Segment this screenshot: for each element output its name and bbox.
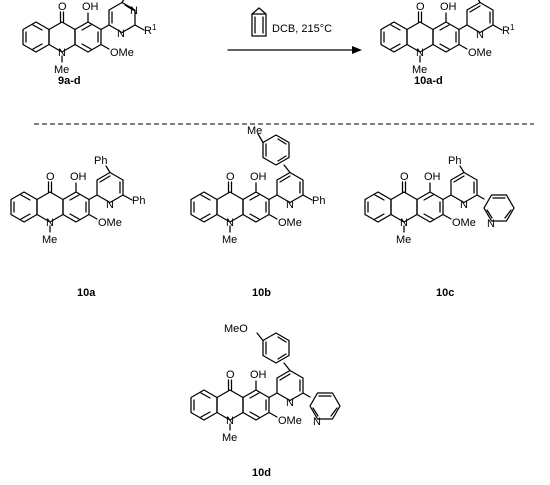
svg-text:Me: Me bbox=[222, 234, 237, 246]
hydroxyl-label: OH bbox=[82, 1, 99, 13]
compound-label-10c: 10c bbox=[436, 287, 454, 299]
svg-text:OMe: OMe bbox=[98, 217, 122, 229]
svg-text:Ph: Ph bbox=[94, 155, 107, 167]
reaction-arrow bbox=[227, 46, 362, 54]
compound-10c: O OH OMe N Me Ph N N bbox=[364, 155, 515, 246]
compound-9a-d: O OH OMe N Me R2 R1 N N bbox=[22, 0, 157, 76]
svg-text:OH: OH bbox=[250, 171, 267, 183]
svg-text:N: N bbox=[286, 199, 294, 211]
svg-text:OMe: OMe bbox=[278, 415, 302, 427]
compound-10a: O OH OMe N Me Ph Ph N bbox=[10, 155, 145, 246]
n-methyl: Me bbox=[54, 64, 69, 76]
svg-text:R1: R1 bbox=[502, 23, 515, 37]
svg-text:OMe: OMe bbox=[452, 217, 476, 229]
compound-label-10d: 10d bbox=[252, 467, 271, 479]
compound-10a-d: O OH OMe N Me R2 R1 N bbox=[380, 0, 515, 76]
svg-text:O: O bbox=[400, 171, 409, 183]
svg-text:Me: Me bbox=[247, 125, 262, 137]
svg-text:O: O bbox=[226, 171, 235, 183]
compound-label-10a-d: 10a-d bbox=[414, 75, 443, 87]
svg-text:N: N bbox=[286, 397, 294, 409]
svg-text:N: N bbox=[226, 217, 234, 229]
svg-text:O: O bbox=[416, 1, 425, 13]
methoxy-label: OMe bbox=[110, 47, 134, 59]
svg-text:Ph: Ph bbox=[132, 195, 145, 207]
svg-text:Ph: Ph bbox=[448, 155, 461, 167]
svg-text:N: N bbox=[487, 218, 495, 230]
svg-text:Me: Me bbox=[396, 234, 411, 246]
norbornadiene-icon bbox=[251, 7, 267, 37]
svg-text:O: O bbox=[46, 171, 55, 183]
compound-10b: O OH OMe N Me Me Ph N bbox=[190, 125, 325, 246]
svg-text:OH: OH bbox=[250, 369, 267, 381]
svg-text:OH: OH bbox=[424, 171, 441, 183]
svg-text:N: N bbox=[460, 199, 468, 211]
svg-text:O: O bbox=[226, 369, 235, 381]
svg-text:N: N bbox=[106, 199, 114, 211]
svg-text:OH: OH bbox=[440, 1, 457, 13]
svg-text:N: N bbox=[46, 217, 54, 229]
triazine-n2: N bbox=[130, 5, 138, 17]
acridone-n: N bbox=[58, 47, 66, 59]
svg-text:N: N bbox=[416, 47, 424, 59]
compound-label-10b: 10b bbox=[252, 287, 271, 299]
r1-label: R1 bbox=[144, 23, 157, 37]
compound-label-9a-d: 9a-d bbox=[58, 75, 81, 87]
svg-text:Ph: Ph bbox=[312, 195, 325, 207]
svg-text:MeO: MeO bbox=[224, 323, 248, 335]
svg-text:N: N bbox=[226, 415, 234, 427]
triazine-n4: N bbox=[117, 28, 125, 40]
reaction-conditions: DCB, 215°C bbox=[272, 23, 332, 35]
carbonyl-o: O bbox=[58, 1, 67, 13]
svg-text:Me: Me bbox=[412, 64, 427, 76]
svg-text:Me: Me bbox=[222, 432, 237, 444]
compound-10d: O OH OMe N Me MeO N N bbox=[190, 323, 341, 444]
compound-label-10a: 10a bbox=[77, 287, 96, 299]
svg-text:Me: Me bbox=[42, 234, 57, 246]
svg-text:OH: OH bbox=[70, 171, 87, 183]
svg-text:N: N bbox=[313, 416, 321, 428]
svg-text:OMe: OMe bbox=[278, 217, 302, 229]
svg-text:N: N bbox=[476, 29, 484, 41]
svg-text:OMe: OMe bbox=[468, 47, 492, 59]
svg-text:N: N bbox=[400, 217, 408, 229]
